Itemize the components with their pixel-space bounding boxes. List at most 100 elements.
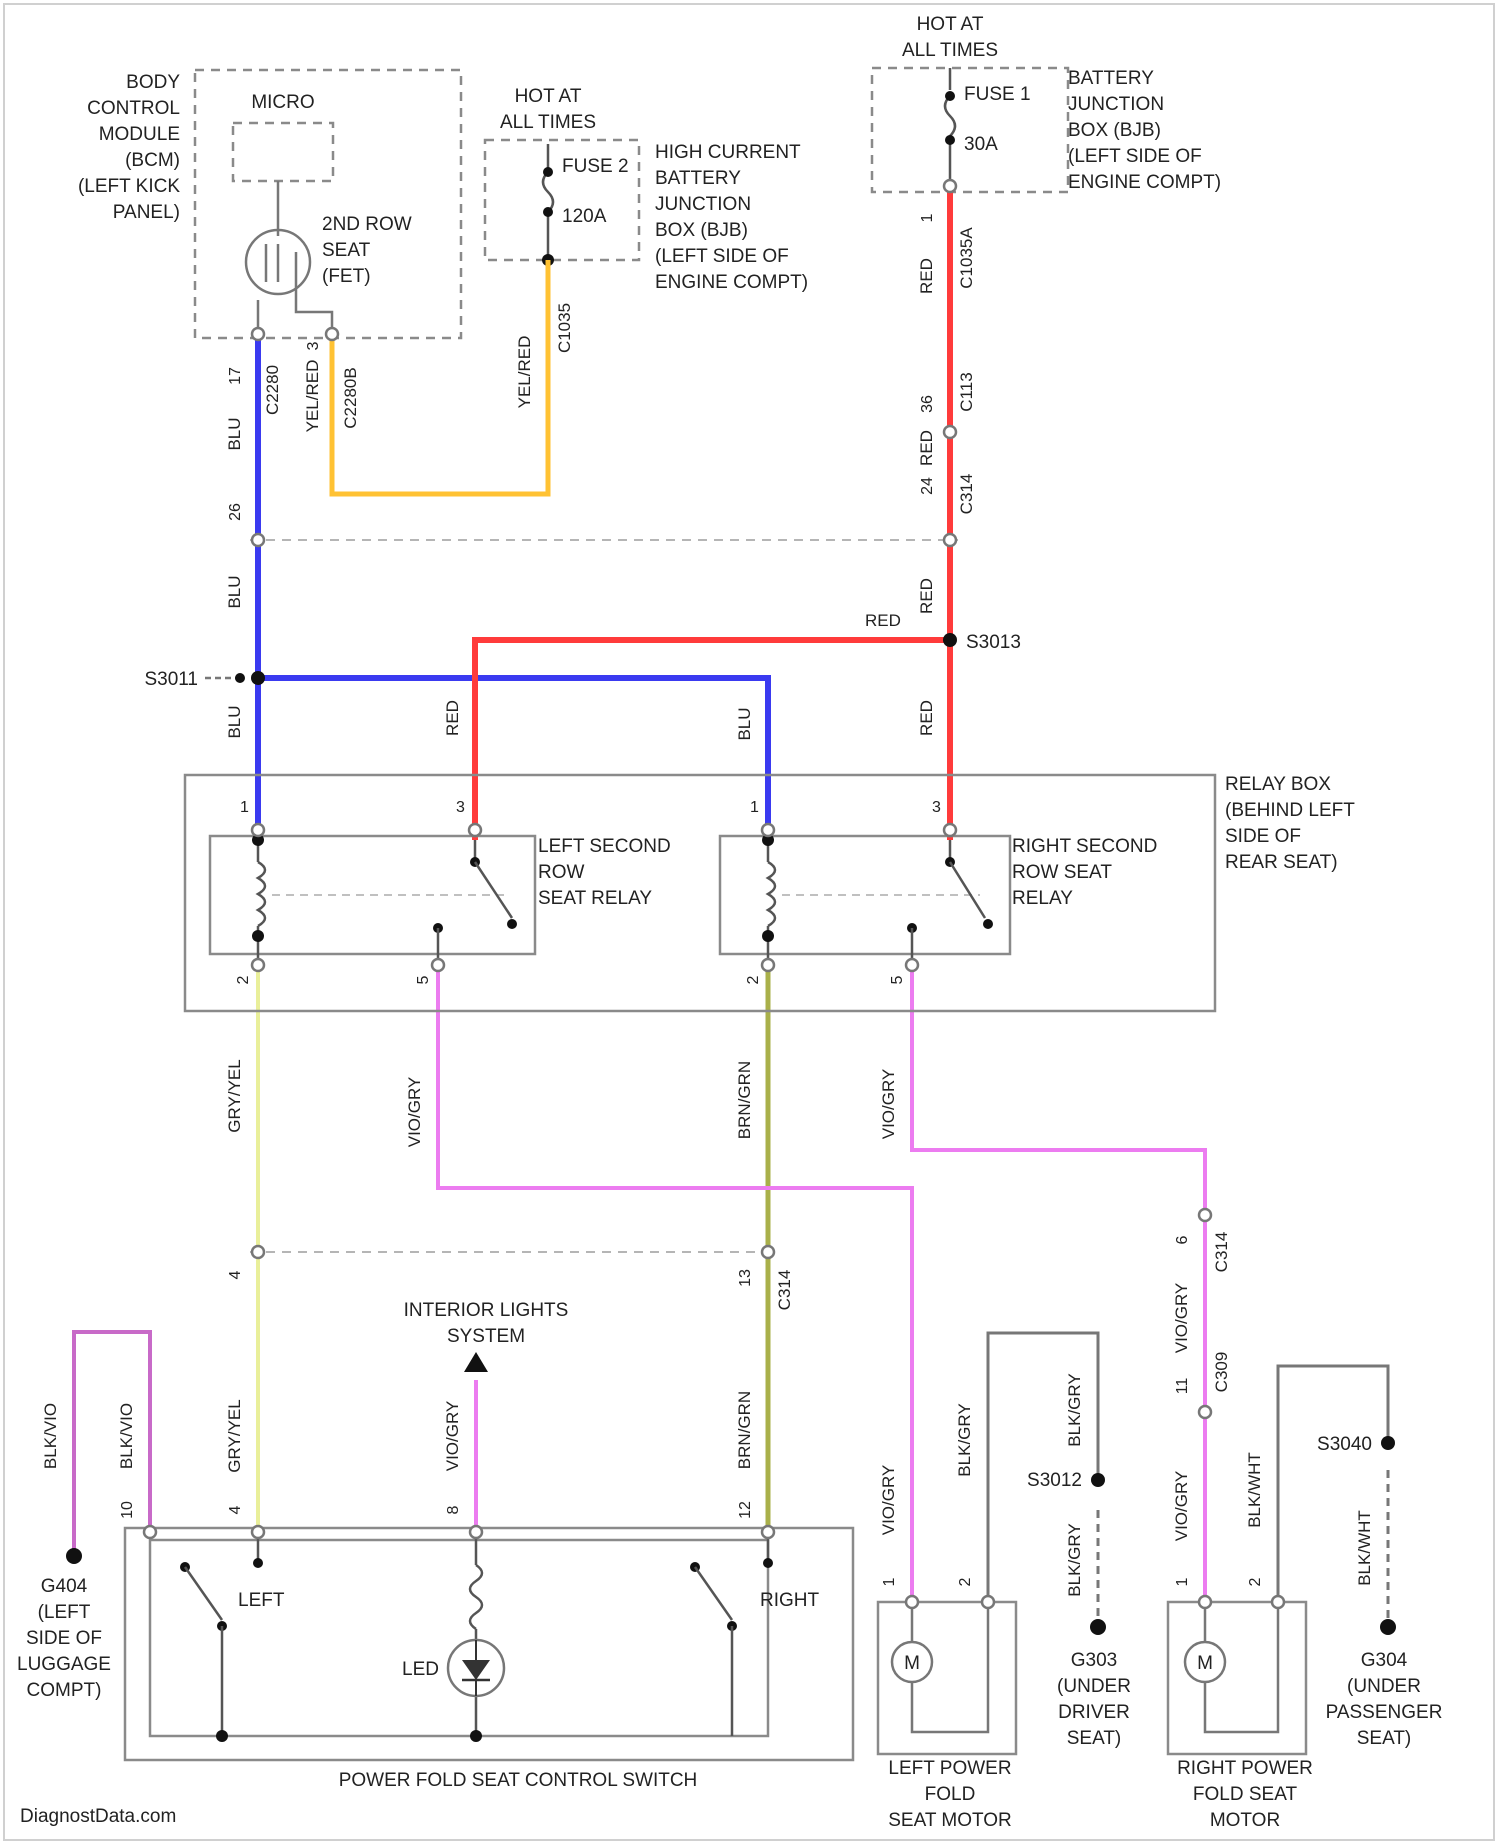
motor-right-pin-2: 2 [1247, 1577, 1264, 1586]
svg-text:MODULE: MODULE [99, 124, 180, 145]
motor-left-pin-1: 1 [881, 1577, 898, 1586]
svg-text:PANEL): PANEL) [113, 202, 180, 223]
fuse-1-label: FUSE 1 [964, 84, 1031, 105]
fuse-1-amp: 30A [964, 134, 998, 155]
svg-text:DRIVER: DRIVER [1058, 1702, 1130, 1723]
g303-label: G303 (UNDER DRIVER SEAT) [1057, 1650, 1131, 1749]
svg-text:SIDE OF: SIDE OF [26, 1628, 102, 1649]
wire-label-blu-4: BLU [735, 707, 754, 740]
switch-pin-8: 8 [445, 1505, 462, 1514]
right-power-fold-seat-motor [1168, 1596, 1306, 1754]
pin-11: 11 [1174, 1378, 1191, 1395]
svg-text:SEAT): SEAT) [1357, 1728, 1412, 1749]
pin-4: 4 [227, 1270, 244, 1279]
svg-text:REAR SEAT): REAR SEAT) [1225, 852, 1338, 873]
relay-right-pin-2: 2 [745, 975, 762, 984]
svg-text:(LEFT: (LEFT [38, 1602, 91, 1623]
interior-lights-arrow-icon [464, 1352, 488, 1372]
wire-label-vio-gry-3: VIO/GRY [1172, 1283, 1191, 1354]
relay-left-pin-3: 3 [456, 799, 465, 816]
svg-text:G303: G303 [1071, 1650, 1117, 1671]
svg-text:RIGHT POWER: RIGHT POWER [1177, 1758, 1313, 1779]
micro-label: MICRO [251, 92, 314, 113]
s3012-label: S3012 [1027, 1470, 1082, 1491]
svg-text:CONTROL: CONTROL [87, 98, 180, 119]
wire-label-red-2: RED [917, 430, 936, 466]
bcm-label: BODY CONTROL MODULE (BCM) (LEFT KICK PAN… [78, 72, 180, 223]
svg-text:FOLD SEAT: FOLD SEAT [1193, 1784, 1298, 1805]
wire-label-blk-wht-2: BLK/WHT [1355, 1510, 1374, 1586]
wire-label-vio-gry-5: VIO/GRY [879, 1465, 898, 1536]
high-current-bjb: HOT AT ALL TIMES FUSE 2 120A HIGH CURREN… [485, 86, 808, 293]
s3011-label: S3011 [144, 669, 198, 690]
wire-label-blk-wht-1: BLK/WHT [1245, 1452, 1264, 1528]
wire-label-red-5: RED [917, 700, 936, 736]
splice-s3013 [943, 633, 957, 647]
g304-label: G304 (UNDER PASSENGER SEAT) [1326, 1650, 1443, 1749]
svg-text:SIDE OF: SIDE OF [1225, 826, 1301, 847]
svg-text:HOT AT: HOT AT [917, 14, 984, 35]
svg-text:(FET): (FET) [322, 266, 371, 287]
wire-label-red-4: RED [865, 611, 901, 630]
svg-text:SEAT: SEAT [322, 240, 371, 261]
switch-right-label: RIGHT [760, 1590, 820, 1611]
svg-text:LEFT SECOND: LEFT SECOND [538, 836, 671, 857]
left-motor-label: LEFT POWER FOLD SEAT MOTOR [888, 1758, 1012, 1831]
svg-text:(LEFT KICK: (LEFT KICK [78, 176, 180, 197]
svg-text:(LEFT SIDE OF: (LEFT SIDE OF [655, 246, 789, 267]
conn-c314-top: C314 [957, 474, 976, 515]
relay-box-label: RELAY BOX (BEHIND LEFT SIDE OF REAR SEAT… [1225, 774, 1355, 873]
wire-label-yel-red-1: YEL/RED [303, 360, 322, 433]
wire-label-red-3: RED [917, 578, 936, 614]
svg-text:(UNDER: (UNDER [1347, 1676, 1421, 1697]
conn-c1035: C1035 [555, 303, 574, 353]
pin-17: 17 [227, 367, 244, 385]
svg-text:G304: G304 [1361, 1650, 1408, 1671]
hot-at-all-times-right: HOT AT ALL TIMES [902, 14, 998, 61]
conn-c113: C113 [957, 372, 976, 411]
pin-3-top: 3 [305, 341, 322, 350]
svg-text:BATTERY: BATTERY [655, 168, 741, 189]
wire-label-blu-3: BLU [225, 705, 244, 738]
left-relay-switch-icon [433, 840, 517, 965]
ground-g303 [1090, 1619, 1106, 1635]
pin-26: 26 [227, 503, 244, 521]
g404-label: G404 (LEFT SIDE OF LUGGAGE COMPT) [17, 1576, 111, 1701]
body-control-module: MICRO BODY CONTROL MODULE (BCM) (LEFT KI… [78, 70, 461, 338]
ground-g304 [1380, 1619, 1396, 1635]
svg-text:SEAT): SEAT) [1067, 1728, 1122, 1749]
svg-text:MOTOR: MOTOR [1210, 1810, 1280, 1831]
hcbjb-label: HIGH CURRENT BATTERY JUNCTION BOX (BJB) … [655, 142, 808, 293]
wire-label-red-6: RED [443, 700, 462, 736]
pin-36: 36 [919, 395, 936, 413]
conn-c2280b: C2280B [341, 367, 360, 428]
left-relay-coil-icon [252, 834, 505, 965]
fuse-1-icon [945, 68, 955, 186]
wire-label-vio-gry-1: VIO/GRY [405, 1077, 424, 1148]
pin-24: 24 [919, 477, 936, 495]
wire-label-vio-gry-6: VIO/GRY [1172, 1471, 1191, 1542]
wire-label-brn-grn-1: BRN/GRN [735, 1061, 754, 1139]
relay-left-pin-5: 5 [415, 975, 432, 984]
wire-label-brn-grn-2: BRN/GRN [735, 1391, 754, 1469]
svg-text:SEAT RELAY: SEAT RELAY [538, 888, 652, 909]
splice-s3011 [205, 671, 265, 685]
svg-text:COMPT): COMPT) [27, 1680, 102, 1701]
wire-vio-gry-right [912, 965, 1205, 1602]
svg-text:BODY: BODY [126, 72, 180, 93]
svg-text:BOX (BJB): BOX (BJB) [1068, 120, 1161, 141]
svg-text:BOX (BJB): BOX (BJB) [655, 220, 748, 241]
relay-right-pin-5: 5 [889, 975, 906, 984]
left-motor-m-icon: M [904, 1653, 920, 1674]
svg-text:JUNCTION: JUNCTION [655, 194, 751, 215]
relay-left-pin-2: 2 [235, 975, 252, 984]
svg-text:LEFT POWER: LEFT POWER [888, 1758, 1011, 1779]
left-power-fold-seat-motor [878, 1596, 1016, 1754]
svg-text:(BCM): (BCM) [125, 150, 180, 171]
svg-text:PASSENGER: PASSENGER [1326, 1702, 1443, 1723]
svg-text:G404: G404 [41, 1576, 88, 1597]
connector-terminals [252, 180, 1211, 1418]
fet-transistor-icon [246, 181, 332, 330]
relay-right-pin-1: 1 [750, 799, 759, 816]
wire-label-vio-gry-2: VIO/GRY [879, 1069, 898, 1140]
